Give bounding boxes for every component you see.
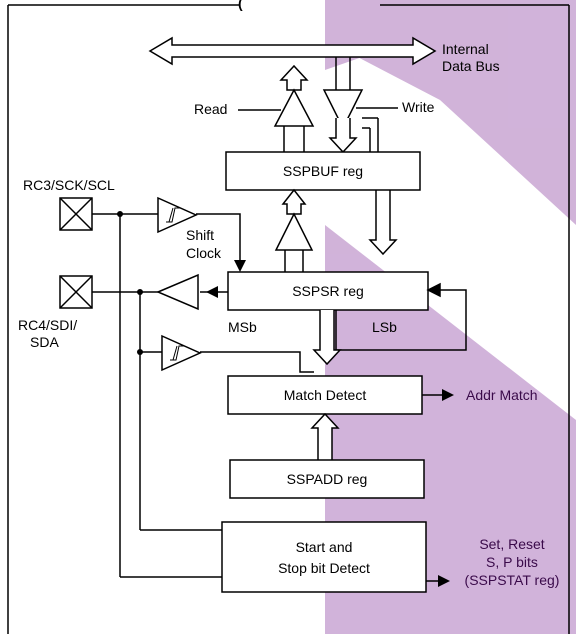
pin-scl bbox=[59, 197, 93, 231]
sr-to-match-bus bbox=[312, 310, 342, 366]
sda-junction-2 bbox=[137, 349, 143, 355]
shift-label-1: Shift bbox=[186, 227, 214, 243]
msb-label: MSb bbox=[228, 319, 257, 335]
lsb-label: LSb bbox=[372, 319, 397, 335]
pin-scl-label: RC3/SCK/SCL bbox=[23, 177, 115, 193]
pin-sda-label-1: RC4/SDI/ bbox=[18, 317, 77, 333]
internal-data-bus bbox=[148, 36, 437, 66]
write-buffer bbox=[322, 57, 364, 154]
outer-frame bbox=[7, 4, 570, 634]
read-buffer bbox=[273, 64, 315, 152]
sspbuf-reg bbox=[225, 151, 421, 191]
msb-arrowhead bbox=[206, 286, 218, 298]
set-reset-label-3: (SSPSTAT reg) bbox=[465, 572, 560, 588]
shift-clock-arrowhead bbox=[234, 260, 246, 272]
addr-match-arrowhead bbox=[442, 389, 454, 401]
set-reset-arrowhead bbox=[438, 575, 450, 587]
sspadd-reg bbox=[229, 459, 425, 499]
add-to-match-bus bbox=[310, 412, 340, 460]
sda-junction-1 bbox=[137, 289, 143, 295]
sspadd-label: SSPADD reg bbox=[287, 471, 368, 487]
scl-wiring bbox=[92, 213, 241, 578]
start-stop-label-2: Stop bit Detect bbox=[278, 560, 370, 576]
sda-output-buffer bbox=[156, 273, 199, 311]
title-fragment: ( bbox=[238, 0, 243, 11]
sr-to-buf-buffer bbox=[274, 188, 314, 272]
set-reset-label-2: S, P bits bbox=[486, 554, 538, 570]
internal-bus-label-1: Internal bbox=[442, 41, 489, 57]
lsb-feedback bbox=[335, 282, 467, 351]
pin-sda bbox=[59, 275, 93, 309]
buf-to-sr-bus bbox=[362, 117, 398, 256]
match-detect bbox=[227, 375, 423, 415]
set-reset-label-1: Set, Reset bbox=[479, 536, 544, 552]
sspsr-reg bbox=[227, 271, 429, 311]
addr-match-label: Addr Match bbox=[466, 387, 538, 403]
internal-bus-label-2: Data Bus bbox=[442, 58, 500, 74]
read-label: Read bbox=[194, 101, 227, 117]
match-detect-label: Match Detect bbox=[284, 387, 367, 403]
write-label: Write bbox=[402, 99, 435, 115]
start-stop-label-1: Start and bbox=[296, 539, 353, 555]
shift-label-2: Clock bbox=[186, 245, 222, 261]
start-stop-detect bbox=[221, 521, 427, 593]
scl-junction bbox=[117, 211, 123, 217]
sda-schmitt-buffer bbox=[161, 334, 202, 372]
scl-schmitt-buffer bbox=[157, 196, 198, 234]
sspsr-label: SSPSR reg bbox=[292, 283, 364, 299]
pin-sda-label-2: SDA bbox=[30, 334, 59, 350]
sspbuf-label: SSPBUF reg bbox=[283, 163, 363, 179]
